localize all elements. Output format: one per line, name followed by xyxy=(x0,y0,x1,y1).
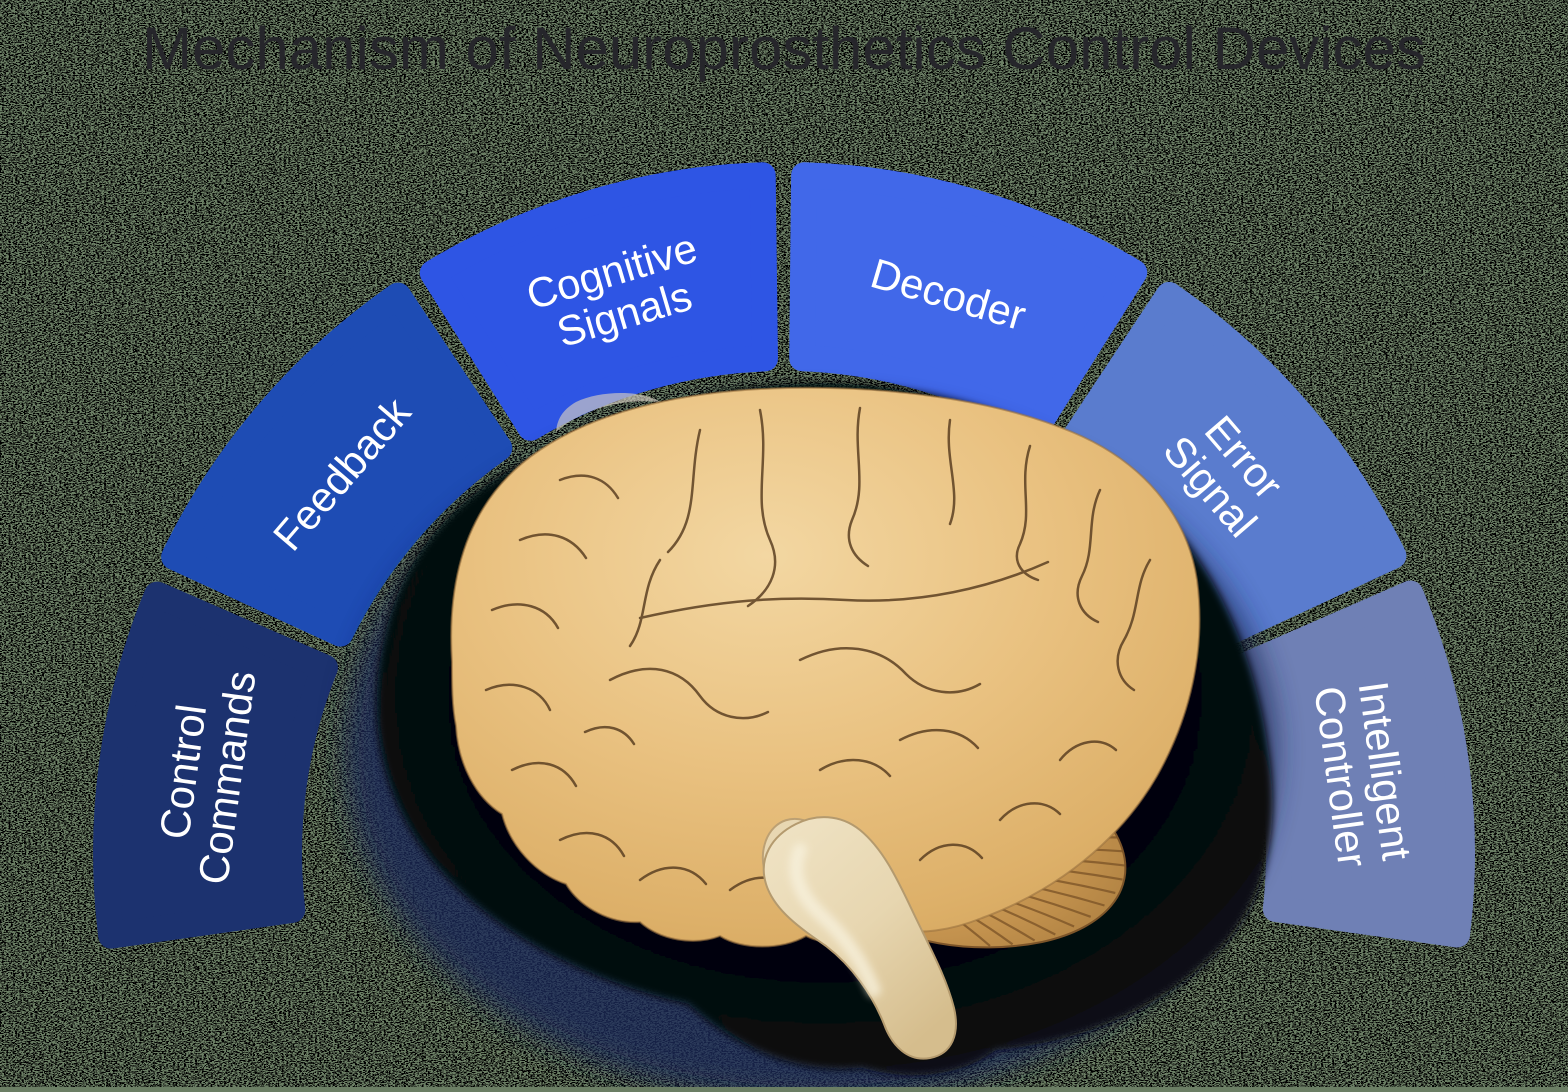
diagram-title: Mechanism of Neuroprosthetics Control De… xyxy=(142,15,1426,82)
brain-top-sliver xyxy=(556,393,660,432)
brain-illustration xyxy=(450,386,1201,1060)
brainstem-highlight xyxy=(789,843,881,997)
segment-feedback xyxy=(161,282,513,647)
brainstem xyxy=(761,816,957,1060)
segment-label-cognitive-signals: CognitiveSignals xyxy=(521,224,715,361)
segment-decoder xyxy=(789,162,1148,441)
segment-control-commands xyxy=(93,581,338,949)
segment-cognitive-signals xyxy=(419,162,778,441)
